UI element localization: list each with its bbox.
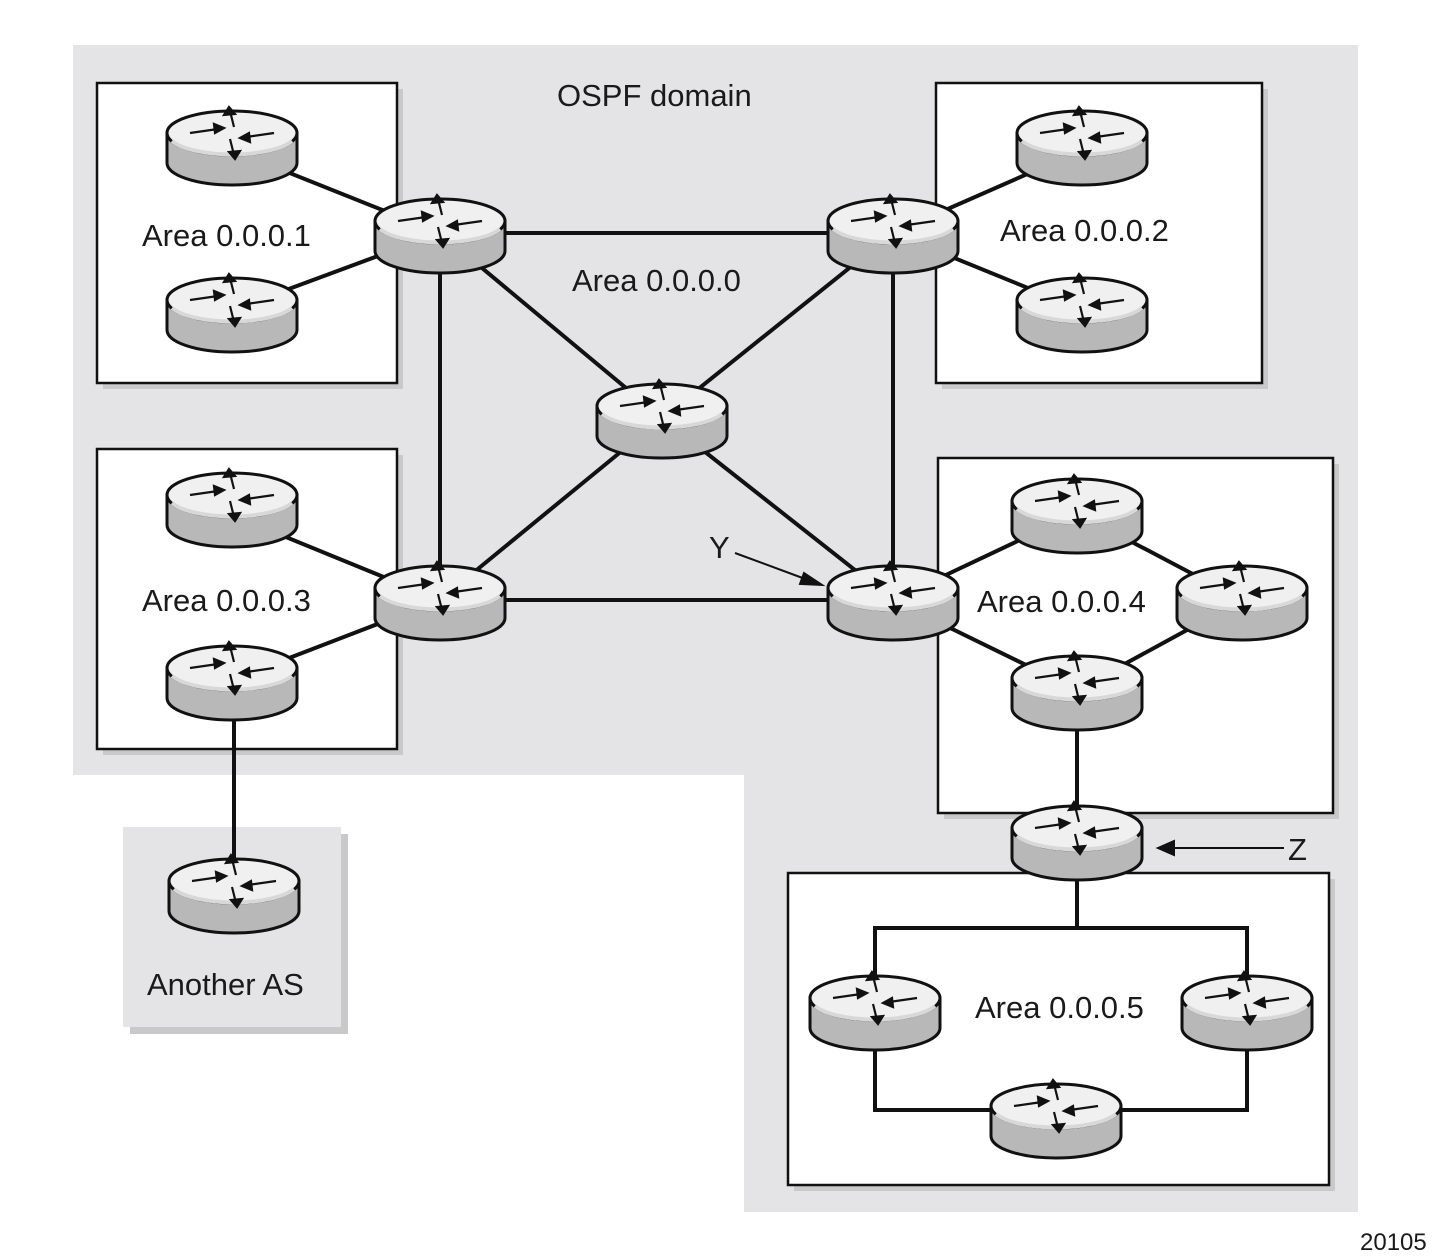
router-icon: [808, 970, 942, 1052]
router-icon: [826, 193, 960, 275]
router-icon: [167, 853, 301, 935]
area-label: Area 0.0.0.3: [142, 583, 311, 618]
area-label: Area 0.0.0.4: [977, 584, 1146, 619]
router-icon: [373, 560, 507, 642]
router-icon: [1180, 970, 1314, 1052]
area-label: Area 0.0.0.1: [142, 218, 311, 253]
router-icon: [595, 378, 729, 460]
another-as-label: Another AS: [147, 967, 304, 1002]
area-label: Area 0.0.0.0: [572, 263, 741, 298]
callout-z-label: Z: [1288, 832, 1307, 867]
router-icon: [1010, 473, 1144, 555]
router-icon: [1175, 560, 1309, 642]
router-z-icon: [1010, 800, 1144, 882]
callout-z-arrow: [1155, 839, 1284, 857]
area-label: Area 0.0.0.5: [975, 990, 1144, 1025]
router-icon: [373, 193, 507, 275]
router-icon: [165, 640, 299, 722]
router-icon: [1015, 105, 1149, 187]
router-icon: [989, 1078, 1123, 1160]
router-icon: [165, 467, 299, 549]
router-icon: [165, 105, 299, 187]
area-label: Area 0.0.0.2: [1000, 213, 1169, 248]
figure-id: 20105: [1360, 1229, 1427, 1256]
router-icon: [165, 272, 299, 354]
router-icon: [1015, 272, 1149, 354]
callout-y-arrow: [734, 552, 826, 587]
domain-label: OSPF domain: [557, 78, 752, 113]
router-icon: [1010, 650, 1144, 732]
callout-y-label: Y: [709, 530, 730, 565]
router-y-icon: [826, 560, 960, 642]
